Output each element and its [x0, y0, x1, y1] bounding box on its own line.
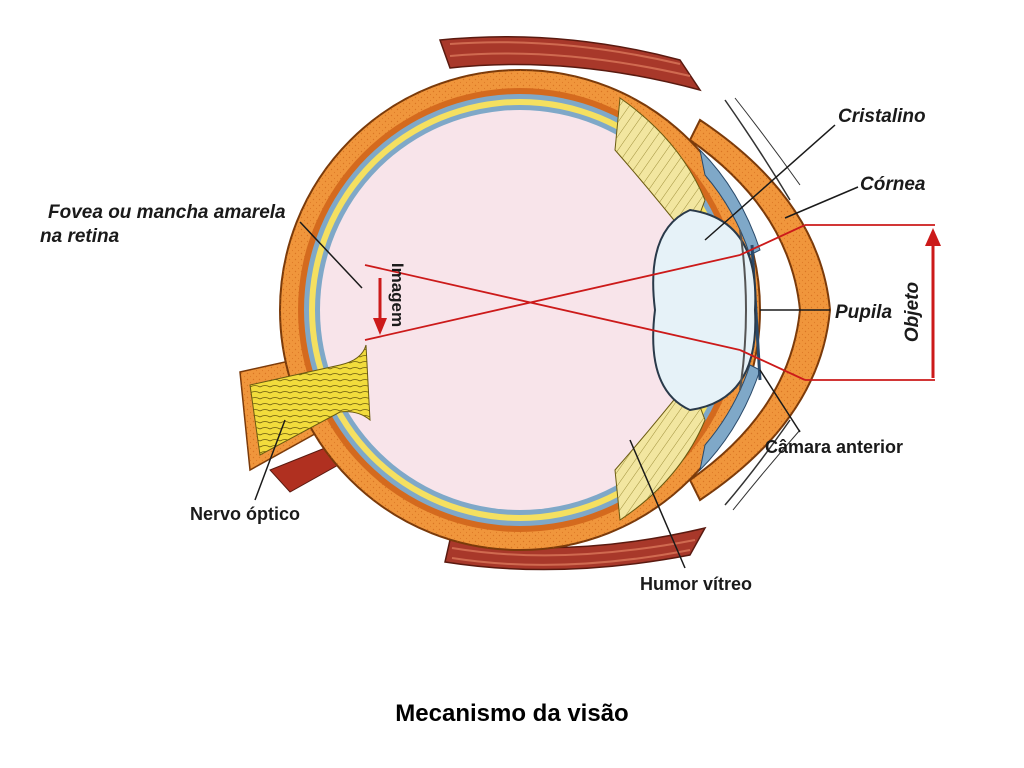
label-objeto: Objeto — [902, 282, 923, 342]
upper-muscle — [438, 36, 702, 92]
cristalino-leader — [704, 124, 836, 241]
humor-leader — [629, 439, 686, 569]
label-camara-anterior: Câmara anterior — [765, 437, 903, 457]
label-nervo-optico: Nervo óptico — [190, 504, 300, 524]
light-rays — [364, 224, 935, 381]
label-cristalino: Cristalino — [838, 106, 926, 127]
label-imagem: Imagem — [388, 263, 407, 327]
nervo-leader — [254, 419, 286, 501]
caption: Mecanismo da visão — [395, 700, 629, 727]
iris-upper — [699, 148, 761, 256]
label-fovea-line2: na retina — [40, 226, 120, 247]
lens — [652, 208, 757, 412]
label-humor-vitreo: Humor vítreo — [640, 574, 752, 594]
label-fovea-line1: Fovea ou mancha amarela — [48, 202, 286, 223]
label-pupila: Pupila — [835, 302, 892, 323]
fovea-leader — [299, 221, 363, 289]
camara-leader — [759, 369, 801, 433]
vitreous-humor — [320, 110, 720, 510]
cornea-leader — [784, 186, 859, 219]
label-cornea: Córnea — [860, 174, 926, 195]
